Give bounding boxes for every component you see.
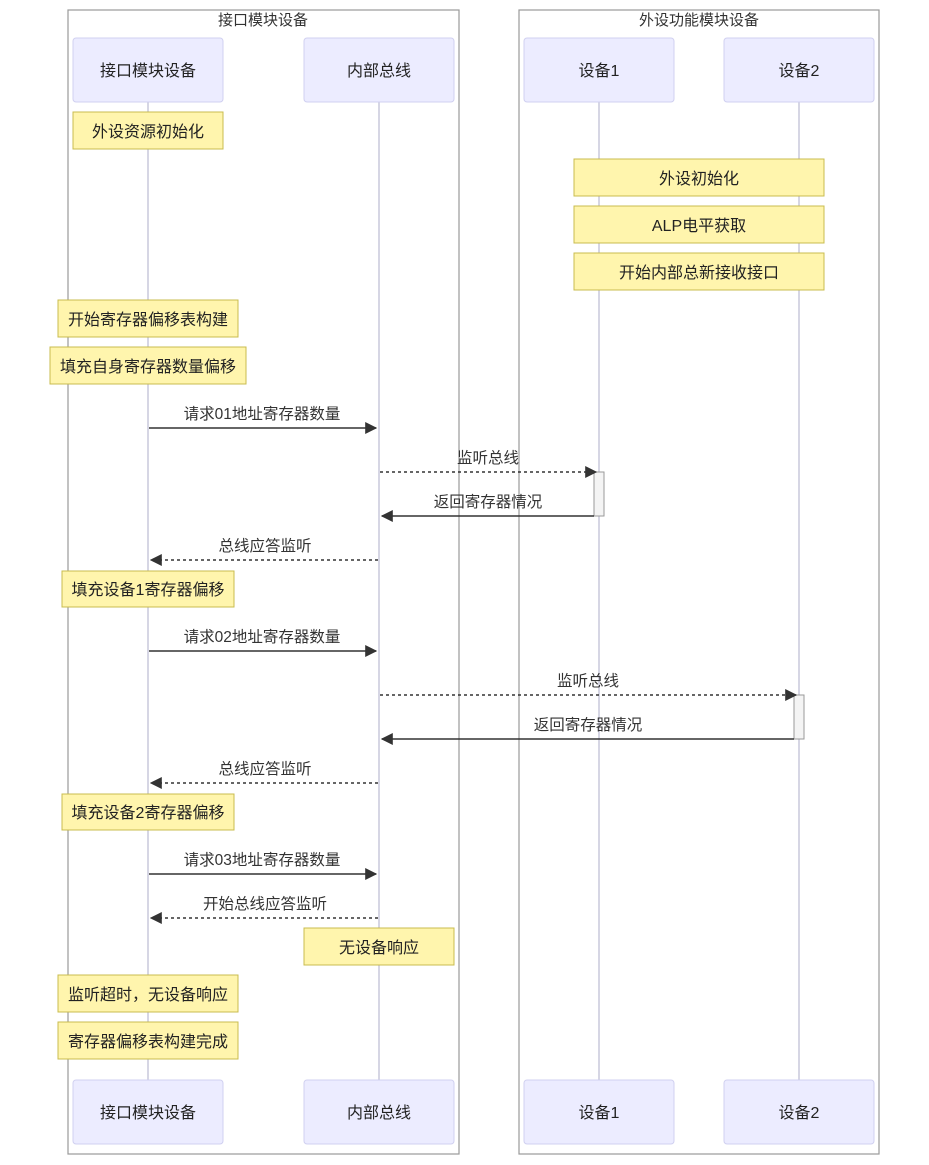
message: 监听总线 — [380, 672, 798, 701]
message-label: 请求01地址寄存器数量 — [184, 405, 341, 423]
message: 请求03地址寄存器数量 — [149, 851, 378, 880]
message-label: 请求02地址寄存器数量 — [184, 628, 341, 646]
activation-dev1 — [593, 471, 605, 517]
note: ALP电平获取 — [573, 205, 825, 244]
group-title-peripheral: 外设功能模块设备 — [639, 12, 759, 29]
note: 填充设备2寄存器偏移 — [61, 793, 235, 831]
message-label: 总线应答监听 — [218, 759, 311, 778]
message: 开始总线应答监听 — [149, 894, 378, 924]
message-label: 监听总线 — [457, 449, 519, 467]
message-label: 返回寄存器情况 — [534, 716, 643, 734]
actor-bus-bottom: 内部总线 — [303, 1079, 455, 1145]
message-label: 请求03地址寄存器数量 — [184, 851, 341, 869]
actor-dev2-label: 设备2 — [779, 1104, 820, 1122]
note: 无设备响应 — [303, 927, 455, 966]
message-label: 总线应答监听 — [218, 536, 311, 555]
actor-iface-label: 接口模块设备 — [100, 62, 196, 80]
note: 填充设备1寄存器偏移 — [61, 570, 235, 608]
note-text: 填充设备2寄存器偏移 — [72, 804, 225, 822]
message: 返回寄存器情况 — [380, 493, 594, 522]
message: 总线应答监听 — [149, 759, 378, 789]
message: 请求01地址寄存器数量 — [149, 405, 378, 434]
actor-bus-label: 内部总线 — [347, 62, 411, 80]
actor-dev1-label: 设备1 — [579, 62, 620, 80]
message: 请求02地址寄存器数量 — [149, 628, 378, 657]
note-text: 开始寄存器偏移表构建 — [68, 311, 228, 329]
actor-iface-bottom: 接口模块设备 — [72, 1079, 224, 1145]
note: 填充自身寄存器数量偏移 — [49, 346, 247, 385]
group-box-peripheral — [518, 9, 880, 1155]
actor-iface-top: 接口模块设备 — [72, 37, 224, 103]
group-title-interface: 接口模块设备 — [218, 12, 308, 29]
note-text: 外设资源初始化 — [92, 123, 204, 141]
note-text: 开始内部总新接收接口 — [619, 264, 779, 282]
note: 开始寄存器偏移表构建 — [57, 299, 239, 338]
message: 总线应答监听 — [149, 536, 378, 566]
note-text: 寄存器偏移表构建完成 — [68, 1033, 228, 1051]
note-text: 无设备响应 — [339, 938, 419, 957]
actor-bus-label: 内部总线 — [347, 1104, 411, 1122]
message-label: 返回寄存器情况 — [434, 493, 543, 511]
note-text: 外设初始化 — [659, 170, 739, 188]
actor-bus-top: 内部总线 — [303, 37, 455, 103]
actor-dev1-top: 设备1 — [523, 37, 675, 103]
message: 监听总线 — [380, 449, 598, 478]
actor-dev2-top: 设备2 — [723, 37, 875, 103]
actor-dev1-bottom: 设备1 — [523, 1079, 675, 1145]
note: 外设初始化 — [573, 158, 825, 197]
actor-dev1-label: 设备1 — [579, 1104, 620, 1122]
actor-dev2-bottom: 设备2 — [723, 1079, 875, 1145]
message-label: 开始总线应答监听 — [203, 894, 327, 913]
note: 寄存器偏移表构建完成 — [57, 1021, 239, 1060]
actor-iface-label: 接口模块设备 — [100, 1104, 196, 1122]
note-text: 填充设备1寄存器偏移 — [72, 581, 225, 599]
message: 返回寄存器情况 — [380, 716, 794, 745]
note-text: 监听超时，无设备响应 — [68, 985, 228, 1004]
actor-dev2-label: 设备2 — [779, 62, 820, 80]
activation-dev2 — [793, 694, 805, 740]
note: 外设资源初始化 — [72, 111, 224, 150]
message-label: 监听总线 — [557, 672, 619, 690]
note-text: ALP电平获取 — [652, 217, 746, 235]
note-text: 填充自身寄存器数量偏移 — [60, 358, 236, 376]
note: 开始内部总新接收接口 — [573, 252, 825, 291]
note: 监听超时，无设备响应 — [57, 974, 239, 1013]
